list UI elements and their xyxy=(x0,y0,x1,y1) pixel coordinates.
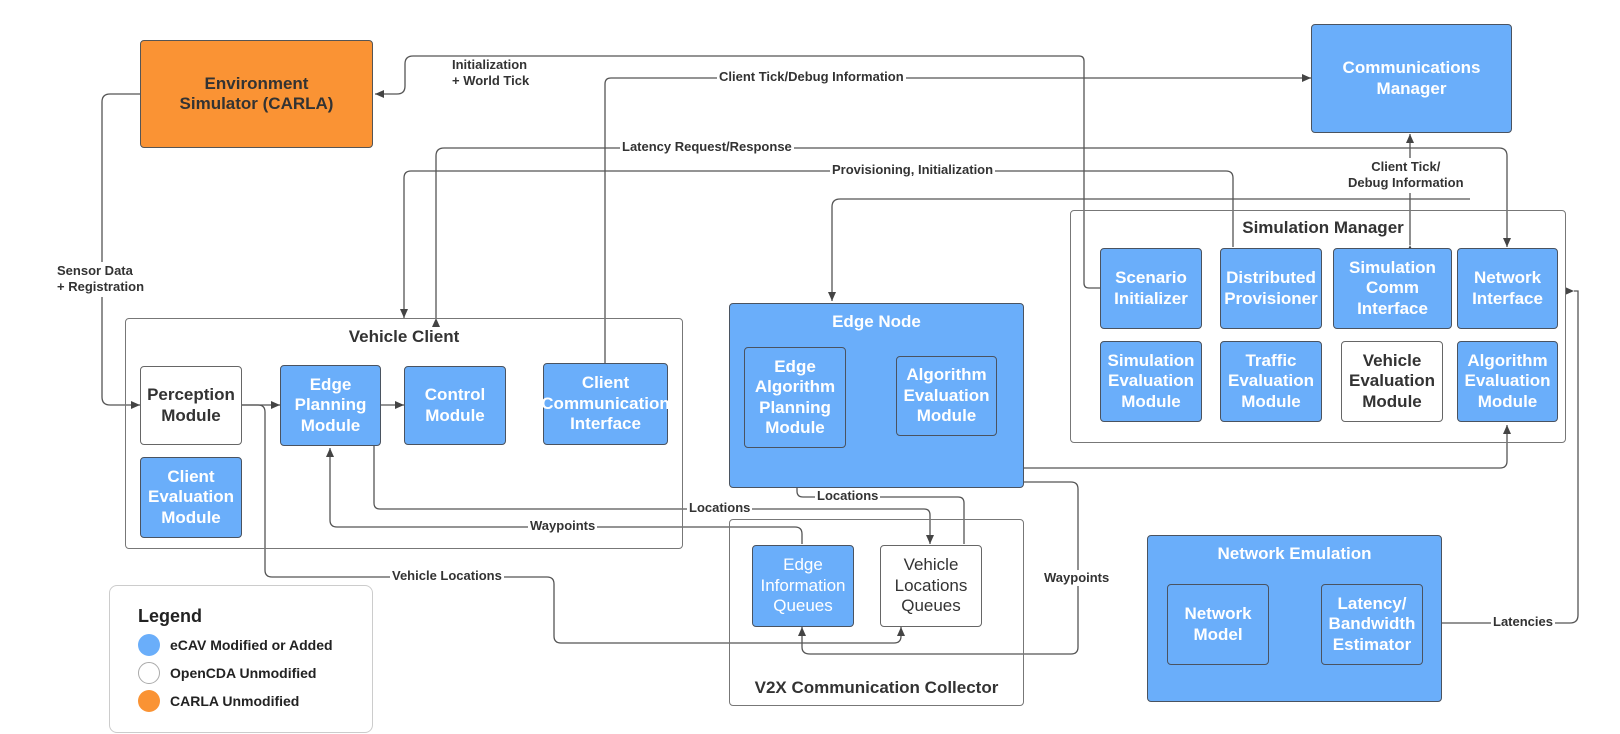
label-locations-1: Locations xyxy=(815,488,881,505)
legend-swatch-carla xyxy=(138,690,160,712)
label-initialization: Initialization + World Tick xyxy=(452,57,530,89)
legend: Legend eCAV Modified or Added OpenCDA Un… xyxy=(109,585,373,733)
edge-provisioning xyxy=(400,170,1234,318)
legend-label-opencda: OpenCDA Unmodified xyxy=(170,665,317,681)
simulation-manager-container: Simulation Manager xyxy=(1070,210,1566,443)
network-emulation-title: Network Emulation xyxy=(1217,544,1372,563)
edge-planning-module-node[interactable]: Edge Planning Module xyxy=(280,365,381,446)
control-module-node[interactable]: Control Module xyxy=(404,366,506,445)
v2x-collector-container: V2X Communication Collector xyxy=(729,519,1024,706)
edge-client-tick-debug xyxy=(604,74,1311,363)
legend-item-carla: CARLA Unmodified xyxy=(138,690,299,712)
edge-information-queues-node[interactable]: Edge Information Queues xyxy=(752,545,854,627)
vehicle-locations-queues-node[interactable]: Vehicle Locations Queues xyxy=(880,545,982,627)
label-provisioning: Provisioning, Initialization xyxy=(830,162,996,179)
traffic-evaluation-module-node[interactable]: Traffic Evaluation Module xyxy=(1220,341,1322,422)
edge-node-title: Edge Node xyxy=(832,312,921,331)
edge-algorithm-planning-module-node[interactable]: Edge Algorithm Planning Module xyxy=(744,347,846,448)
algorithm-evaluation-module-sim-node[interactable]: Algorithm Evaluation Module xyxy=(1457,341,1558,422)
legend-swatch-opencda xyxy=(138,662,160,684)
environment-simulator-node[interactable]: Environment Simulator (CARLA) xyxy=(140,40,373,148)
distributed-provisioner-node[interactable]: Distributed Provisioner xyxy=(1220,248,1322,329)
algorithm-evaluation-module-edge-node[interactable]: Algorithm Evaluation Module xyxy=(896,356,997,436)
label-latencies: Latencies xyxy=(1491,614,1555,631)
legend-item-ecav: eCAV Modified or Added xyxy=(138,634,333,656)
legend-swatch-ecav xyxy=(138,634,160,656)
vehicle-client-container: Vehicle Client xyxy=(125,318,683,549)
legend-item-opencda: OpenCDA Unmodified xyxy=(138,662,316,684)
edge-locations-2 xyxy=(370,437,934,544)
simulation-manager-title: Simulation Manager xyxy=(1242,218,1404,237)
label-sensor-data: Sensor Data + Registration xyxy=(55,262,147,297)
client-communication-interface-node[interactable]: Client Communication Interface xyxy=(541,363,670,445)
scenario-initializer-node[interactable]: Scenario Initializer xyxy=(1100,248,1202,329)
label-locations-2: Locations xyxy=(687,500,753,517)
legend-label-ecav: eCAV Modified or Added xyxy=(170,637,333,653)
edge-sensor-data xyxy=(101,90,149,409)
network-model-node[interactable]: Network Model xyxy=(1167,584,1269,665)
edge-latencies xyxy=(1427,287,1579,627)
legend-label-carla: CARLA Unmodified xyxy=(170,693,300,709)
edge-sim-to-edge xyxy=(828,198,1470,301)
client-evaluation-module-node[interactable]: Client Evaluation Module xyxy=(140,457,242,538)
latency-bandwidth-estimator-node[interactable]: Latency/ Bandwidth Estimator xyxy=(1321,584,1423,665)
communications-manager-node[interactable]: Communications Manager xyxy=(1311,24,1512,133)
label-waypoints-2: Waypoints xyxy=(1042,570,1112,587)
label-client-tick-vertical: Client Tick/ Debug Information xyxy=(1345,158,1467,193)
vehicle-client-title: Vehicle Client xyxy=(348,327,460,346)
simulation-evaluation-module-node[interactable]: Simulation Evaluation Module xyxy=(1100,341,1202,422)
edge-latency-request xyxy=(432,147,1511,327)
label-latency-request: Latency Request/Response xyxy=(620,139,794,156)
label-waypoints-1: Waypoints xyxy=(528,518,598,535)
perception-module-node[interactable]: Perception Module xyxy=(140,366,242,445)
edge-vehicle-locations xyxy=(242,404,905,644)
network-interface-node[interactable]: Network Interface xyxy=(1457,248,1558,329)
v2x-collector-title: V2X Communication Collector xyxy=(754,678,999,697)
vehicle-evaluation-module-node[interactable]: Vehicle Evaluation Module xyxy=(1341,341,1443,422)
legend-title: Legend xyxy=(138,606,203,626)
label-vehicle-locations: Vehicle Locations xyxy=(390,568,504,585)
simulation-comm-interface-node[interactable]: Simulation Comm Interface xyxy=(1333,248,1452,329)
label-client-tick-debug: Client Tick/Debug Information xyxy=(717,69,906,86)
